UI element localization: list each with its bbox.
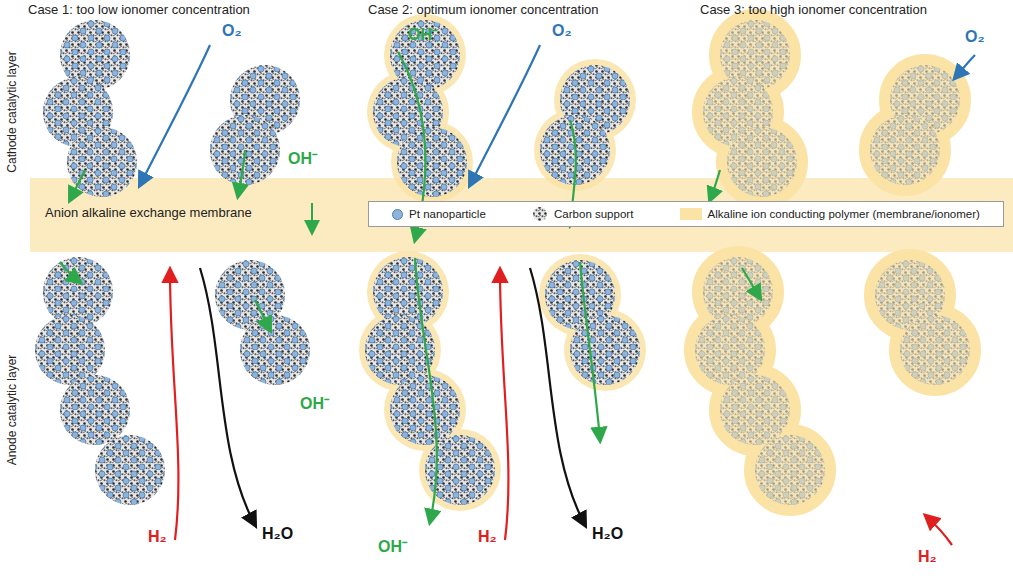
species-label: O₂	[552, 22, 572, 40]
case3-particles	[689, 14, 976, 545]
species-label: H₂O	[592, 525, 623, 543]
species-label: O₂	[965, 28, 985, 46]
legend-text: Alkaline ion conducting polymer (membran…	[708, 208, 980, 220]
legend-swatch	[680, 208, 702, 220]
legend-item: Carbon support	[532, 206, 633, 222]
membrane-band	[30, 178, 1013, 252]
legend-swatch	[392, 209, 403, 220]
species-label: OH⁻	[288, 150, 317, 168]
species-label: OH⁻	[300, 395, 329, 413]
case-heading: Case 1: too low ionomer concentration	[28, 3, 250, 18]
legend-text: Pt nanoparticle	[409, 208, 486, 220]
membrane-label: Anion alkaline exchange membrane	[45, 206, 252, 221]
case2-particles	[359, 14, 646, 540]
species-label: H₂	[148, 528, 167, 546]
case1-particles	[35, 20, 310, 505]
layer-label: Cathode catalytic layer	[6, 51, 20, 172]
species-label: H₂O	[262, 525, 293, 543]
species-label: OH⁻	[408, 26, 437, 44]
legend-text: Carbon support	[554, 208, 633, 220]
case1-flows	[60, 45, 270, 540]
legend-swatch	[532, 206, 548, 222]
membrane-arrow	[311, 203, 313, 232]
legend-item: Alkaline ion conducting polymer (membran…	[680, 208, 980, 220]
species-label: O₂	[222, 22, 242, 40]
layer-label: Anode catalytic layer	[6, 355, 20, 466]
species-label: H₂	[478, 528, 497, 546]
case-heading: Case 2: optimum ionomer concentration	[368, 3, 599, 18]
legend-item: Pt nanoparticle	[392, 208, 486, 220]
species-label: OH⁻	[378, 538, 407, 556]
legend-box: Pt nanoparticle Carbon support Alkaline io…	[368, 201, 1004, 227]
case-heading: Case 3: too high ionomer concentration	[700, 3, 927, 18]
species-label: H₂	[918, 548, 937, 566]
